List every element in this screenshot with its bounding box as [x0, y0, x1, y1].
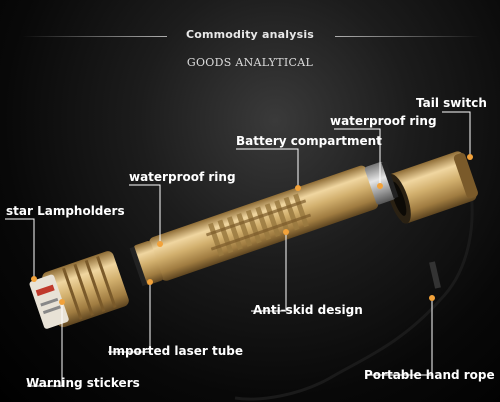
header-subtitle: GOODS ANALYTICAL [186, 56, 314, 69]
battery-body [129, 160, 399, 287]
callout-waterproof-ring-left [129, 184, 161, 244]
marker-tail-switch [467, 154, 473, 160]
header-title: Commodity analysis [185, 28, 315, 41]
callout-laser-tube [108, 282, 151, 353]
waterproof-ring-right [381, 160, 399, 199]
marker-warning-stickers [59, 299, 65, 305]
label-portable-hand-rope: Portable hand rope [364, 368, 495, 382]
callout-battery-compartment [236, 148, 299, 188]
label-waterproof-ring-right: waterproof ring [330, 114, 437, 128]
callout-hand-rope [369, 298, 433, 376]
label-star-lampholders: star Lampholders [6, 204, 125, 218]
hand-rope-clip [429, 261, 441, 289]
laser-head [29, 251, 129, 329]
anti-skid-knurling [208, 193, 309, 257]
marker-waterproof-ring-left [157, 241, 163, 247]
thread-left [133, 240, 163, 285]
tail-cap [386, 151, 479, 224]
marker-star-lampholders [31, 276, 37, 282]
label-battery-compartment: Battery compartment [236, 134, 382, 148]
marker-hand-rope [429, 295, 435, 301]
label-waterproof-ring-left: waterproof ring [129, 170, 236, 184]
callout-tail-switch [442, 111, 471, 157]
waterproof-ring-left [129, 246, 148, 287]
marker-waterproof-ring-right [377, 183, 383, 189]
label-imported-laser-tube: Imported laser tube [108, 344, 243, 358]
label-anti-skid-design: Anti-skid design [253, 303, 363, 317]
label-tail-switch: Tail switch [416, 96, 487, 110]
header-rule-left [22, 36, 167, 37]
callout-waterproof-ring-right [334, 128, 381, 186]
marker-battery-compartment [295, 185, 301, 191]
marker-laser-tube [147, 279, 153, 285]
marker-anti-skid [283, 229, 289, 235]
callout-warning-stickers [27, 302, 63, 387]
label-warning-stickers: Warning stickers [26, 376, 140, 390]
hand-rope [234, 174, 474, 401]
callout-anti-skid [251, 232, 287, 312]
callout-star-lampholders [5, 218, 35, 279]
